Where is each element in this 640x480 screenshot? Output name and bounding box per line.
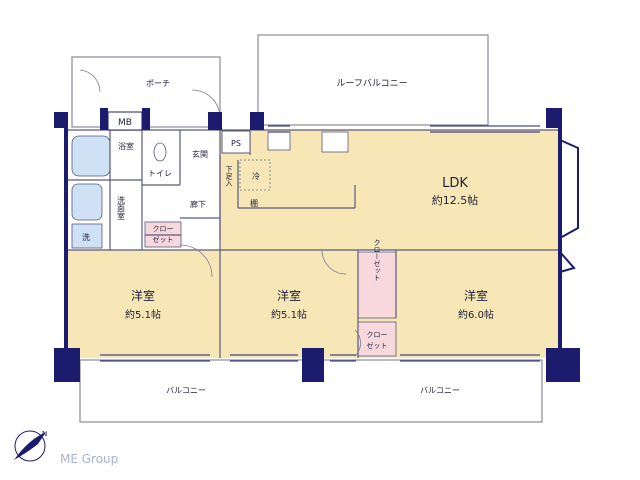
balcony-right-label: バルコニー <box>420 386 460 395</box>
room2-name: 洋室 <box>277 288 301 303</box>
closet1-label-line1: クロー <box>153 225 174 233</box>
room2-size: 約5.1帖 <box>271 308 307 321</box>
roof-balcony-area <box>257 34 489 126</box>
washer-label: 洗 <box>82 232 90 242</box>
column <box>250 112 264 130</box>
closet-tall-label: クローゼット <box>373 239 381 281</box>
room3-floor <box>396 250 560 358</box>
ldk-name: LDK <box>442 176 468 191</box>
room2-floor <box>220 250 358 358</box>
mb-label: MB <box>118 118 132 128</box>
shelf-label: 棚 <box>250 198 258 208</box>
closet2-label-line1: クロー <box>367 331 388 339</box>
porch-label: ポーチ <box>146 79 170 88</box>
column <box>208 112 222 130</box>
closet1-label-line2: ゼット <box>153 235 174 244</box>
hallway-label: 廊下 <box>190 199 206 209</box>
ps-box <box>221 130 251 154</box>
ldk-size: 約12.5帖 <box>432 193 479 207</box>
bathtub-icon <box>71 135 111 177</box>
room1-size: 約5.1帖 <box>125 308 161 321</box>
column <box>302 348 324 382</box>
watermark: ME Group <box>60 452 119 466</box>
column <box>142 108 150 130</box>
closet-tall <box>357 251 397 319</box>
entrance-label: 玄関 <box>192 149 208 159</box>
room3-size: 約6.0帖 <box>458 308 494 321</box>
bay-window <box>559 139 579 239</box>
column <box>54 112 68 128</box>
roof-balcony-label: ルーフバルコニー <box>336 78 407 89</box>
mb-box <box>107 111 143 131</box>
shoebox-label: 下足入 <box>225 166 233 187</box>
basin-icon <box>71 183 103 221</box>
compass-north: N <box>42 430 47 438</box>
room3-name: 洋室 <box>464 288 488 303</box>
column <box>546 108 562 128</box>
fridge-label: 冷 <box>252 171 260 181</box>
stove-icon <box>321 131 349 153</box>
ps-label: PS <box>231 139 241 148</box>
bath-label: 浴室 <box>118 141 134 151</box>
column <box>54 348 80 382</box>
shoebox-floor <box>220 160 238 208</box>
column <box>100 108 108 130</box>
washer-icon <box>71 223 103 249</box>
washroom-label: 洗面室 <box>117 195 126 220</box>
closet2-label-line2: ゼット <box>367 341 388 350</box>
room1-floor <box>66 250 220 358</box>
compass-icon: N <box>14 430 47 462</box>
closet2 <box>357 321 397 357</box>
sink-icon <box>267 131 291 151</box>
fridge-space <box>239 159 271 191</box>
column <box>546 348 580 382</box>
toilet-icon <box>153 142 167 162</box>
balcony-left-label: バルコニー <box>166 386 206 395</box>
toilet-label: トイレ <box>148 169 172 178</box>
room1-name: 洋室 <box>131 288 155 303</box>
